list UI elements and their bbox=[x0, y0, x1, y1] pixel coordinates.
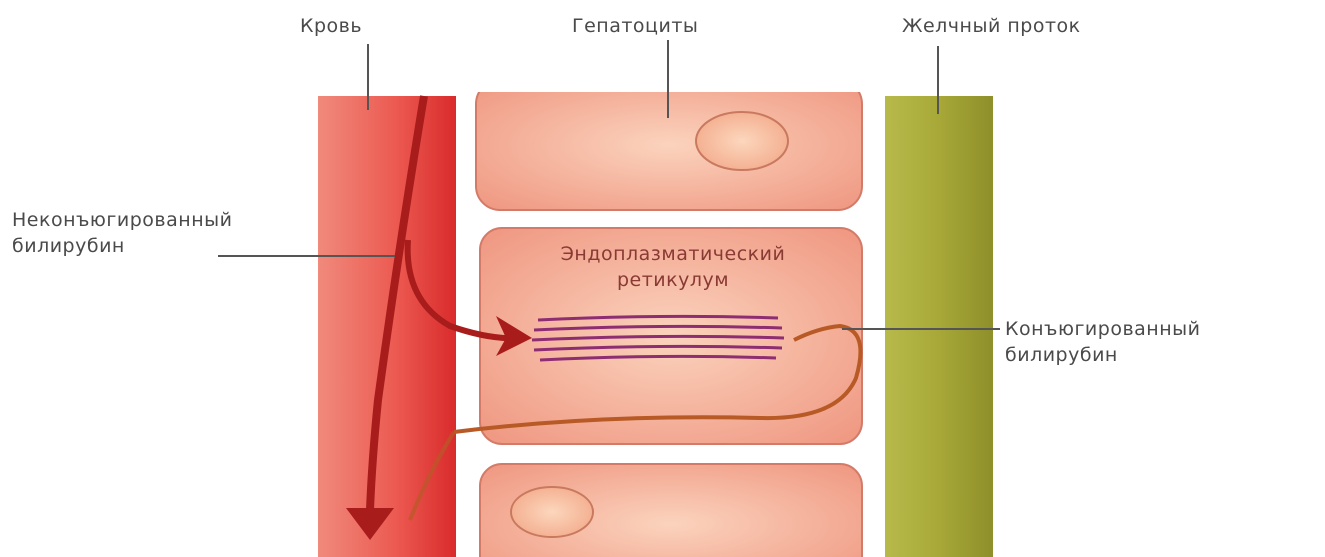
label-conjugated-line1: Конъюгированный bbox=[1005, 317, 1201, 343]
label-bile-duct: Желчный проток bbox=[902, 14, 1081, 40]
nucleus-top bbox=[696, 112, 788, 170]
label-er-line2: ретикулум bbox=[488, 268, 858, 294]
label-blood: Кровь bbox=[300, 14, 362, 40]
label-endoplasmic-reticulum: Эндоплазматический ретикулум bbox=[488, 242, 858, 293]
label-conjugated-bilirubin: Конъюгированный билирубин bbox=[1005, 317, 1201, 368]
nucleus-bottom bbox=[511, 487, 593, 537]
bile-duct bbox=[885, 96, 993, 557]
label-unconjugated-bilirubin: Неконъюгированный билирубин bbox=[12, 208, 232, 259]
label-conjugated-line2: билирубин bbox=[1005, 343, 1201, 369]
label-er-line1: Эндоплазматический bbox=[488, 242, 858, 268]
label-unconjugated-line1: Неконъюгированный bbox=[12, 208, 232, 234]
label-hepatocytes: Гепатоциты bbox=[572, 14, 698, 40]
label-unconjugated-line2: билирубин bbox=[12, 234, 232, 260]
